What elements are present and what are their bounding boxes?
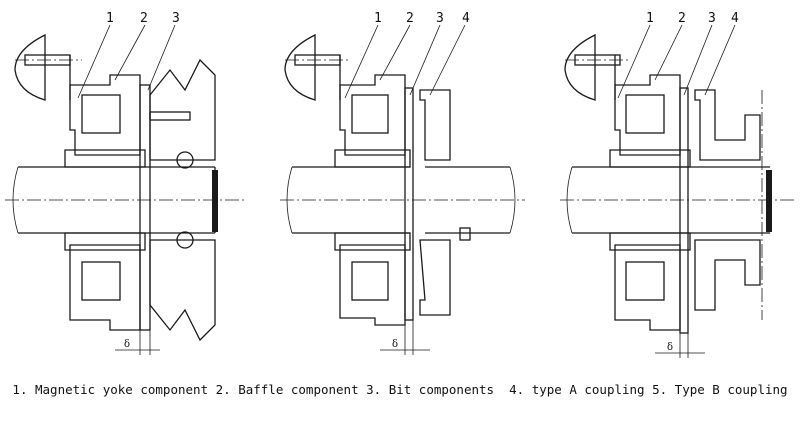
diagram-middle: 1 2 3 4 δ	[280, 11, 525, 355]
coil-upper	[351, 94, 389, 134]
magnetic-yoke-lower	[69, 244, 141, 331]
diagram-left: 1 2 3 δ	[5, 11, 245, 355]
callout-2: 2	[678, 11, 686, 26]
gap-symbol: δ	[667, 342, 673, 353]
figure-caption: 1. Magnetic yoke component 2. Baffle com…	[12, 382, 788, 397]
mount-bracket	[284, 33, 316, 101]
coupling-a-lower	[419, 239, 451, 316]
diagram-right: 1 2 3 4 δ	[560, 11, 795, 358]
baffle-plate	[139, 84, 151, 331]
callout-1: 1	[106, 11, 114, 26]
bearing-lower	[176, 231, 194, 249]
coil-upper	[81, 94, 121, 134]
gap-symbol: δ	[124, 339, 130, 350]
magnetic-yoke-lower	[614, 244, 681, 331]
callout-4: 4	[462, 11, 470, 26]
baffle-plate	[679, 87, 689, 334]
callout-1: 1	[374, 11, 382, 26]
magnetic-yoke-lower	[339, 244, 406, 326]
magnetic-yoke-upper	[69, 74, 141, 156]
callout-4: 4	[731, 11, 739, 26]
gap-symbol: δ	[392, 339, 398, 350]
magnetic-yoke-upper	[614, 74, 681, 156]
callout-2: 2	[406, 11, 414, 26]
pulley-upper	[149, 58, 216, 161]
coil-lower	[625, 261, 665, 301]
mount-bracket	[564, 33, 596, 101]
callout-3: 3	[172, 11, 180, 26]
coil-upper	[625, 94, 665, 134]
callout-3: 3	[436, 11, 444, 26]
mount-bracket	[14, 33, 46, 101]
coil-lower	[351, 261, 389, 301]
pulley-lower	[149, 239, 216, 342]
callout-3: 3	[708, 11, 716, 26]
shaft-right	[425, 166, 510, 234]
coil-lower	[81, 261, 121, 301]
coupling-b-lower	[694, 239, 761, 311]
coupling-a-upper	[419, 89, 451, 161]
coupling-b-upper	[694, 89, 761, 161]
bearing-upper	[176, 151, 194, 169]
callout-2: 2	[140, 11, 148, 26]
baffle-plate	[404, 87, 414, 321]
callout-1: 1	[646, 11, 654, 26]
